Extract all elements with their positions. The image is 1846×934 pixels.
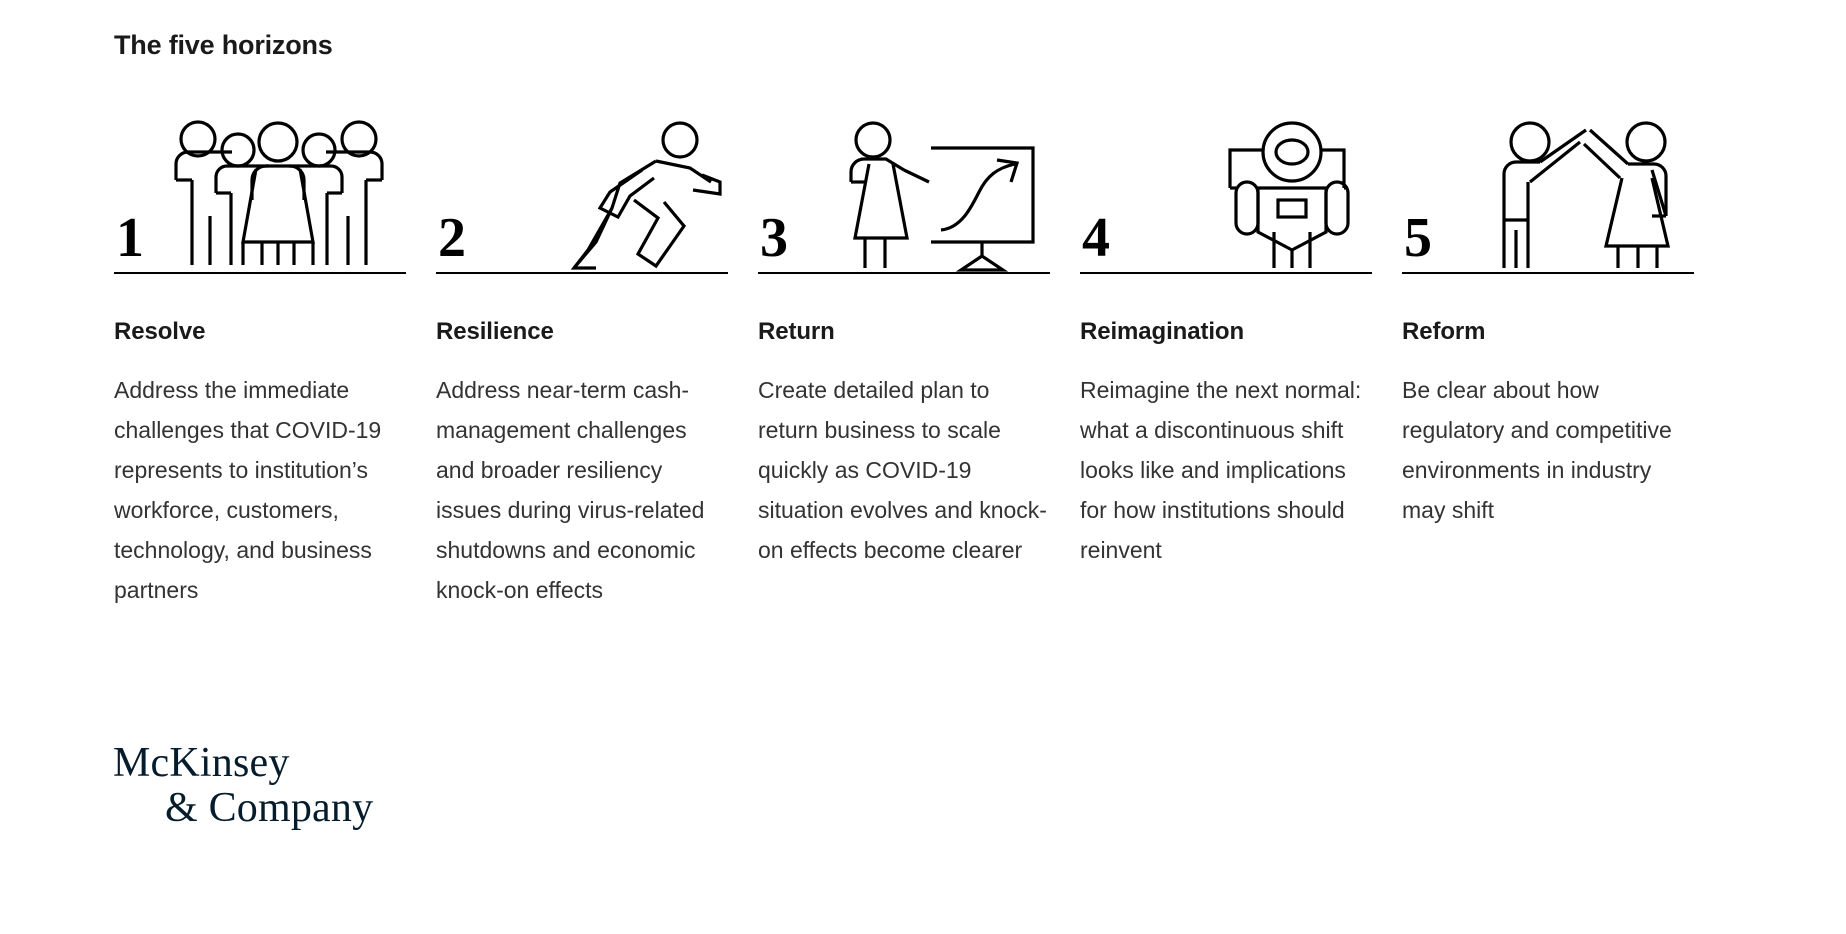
horizon-2-icon-zone: 2 [436, 92, 728, 272]
person-presenting-growth-chart-icon [825, 120, 1050, 272]
horizon-2-number: 2 [438, 207, 466, 269]
horizon-1-rule [114, 272, 406, 274]
horizon-3-icon-zone: 3 [758, 92, 1050, 272]
horizon-2-rule [436, 272, 728, 274]
horizon-1-number: 1 [116, 207, 144, 269]
horizon-5-number: 5 [1404, 207, 1432, 269]
horizon-3-heading: Return [758, 318, 835, 345]
horizon-4-icon-zone: 4 [1080, 92, 1372, 272]
horizon-5-heading: Reform [1402, 318, 1486, 345]
person-wearing-vr-headset-icon [1212, 120, 1372, 272]
horizon-5-rule [1402, 272, 1694, 274]
mckinsey-logo: McKinsey & Company [113, 742, 373, 830]
group-of-people-icon [146, 120, 406, 272]
horizon-4-number: 4 [1082, 207, 1110, 269]
horizon-column-4: 4 [1080, 92, 1372, 570]
logo-line-2: & Company [165, 784, 374, 831]
page-title: The five horizons [114, 30, 333, 60]
horizon-3-rule [758, 272, 1050, 274]
horizon-4-rule [1080, 272, 1372, 274]
horizon-4-heading: Reimagination [1080, 318, 1245, 345]
horizons-row: 1 [114, 92, 1734, 610]
horizon-4-body: Reimagine the next normal: what a discon… [1080, 377, 1362, 563]
horizon-column-5: 5 [1402, 92, 1694, 530]
horizon-1-body: Address the immediate challenges that CO… [114, 377, 382, 603]
horizon-column-3: 3 [758, 92, 1050, 570]
running-person-icon [538, 120, 728, 272]
horizon-1-heading: Resolve [114, 318, 206, 345]
horizon-1-icon-zone: 1 [114, 92, 406, 272]
horizon-2-heading: Resilience [436, 318, 554, 345]
logo-line-1: McKinsey [113, 740, 290, 786]
horizon-column-2: 2 [436, 92, 728, 610]
horizon-2-body: Address near-term cash-management challe… [436, 377, 705, 603]
horizon-3-number: 3 [760, 207, 788, 269]
horizon-3-body: Create detailed plan to return business … [758, 377, 1047, 563]
horizon-5-body: Be clear about how regulatory and compet… [1402, 377, 1672, 523]
horizon-column-1: 1 [114, 92, 406, 610]
two-people-high-five-icon [1494, 120, 1694, 272]
horizon-5-icon-zone: 5 [1402, 92, 1694, 272]
